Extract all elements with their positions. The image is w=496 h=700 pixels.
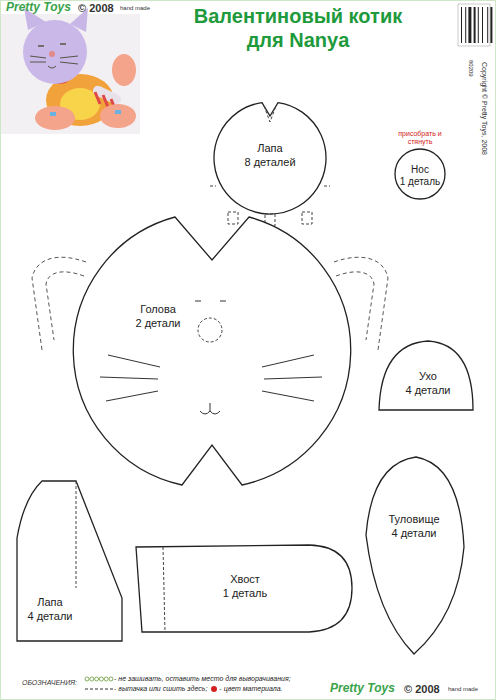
legend-text: - цвет материала. — [219, 685, 282, 692]
logo-year: © 2008 — [404, 683, 440, 696]
piece-name: Хвост — [230, 573, 260, 586]
piece-count: 4 детали — [28, 610, 73, 623]
piece-count: 8 деталей — [244, 156, 295, 169]
legend-swatch — [211, 686, 217, 692]
pattern-piece: Голова2 детали — [70, 205, 355, 495]
legend-text: - не зашивать, оставить место для вывора… — [114, 675, 291, 682]
logo-tagline: hand made — [120, 5, 150, 12]
piece-count: 2 детали — [136, 317, 181, 330]
pattern-piece: Туловище4 детали — [360, 455, 468, 657]
legend-entry: - вытачка или сшить здесь; — [84, 685, 207, 692]
piece-name: Лапа — [37, 596, 62, 609]
piece-name: Туловище — [388, 513, 439, 526]
copyright: Copyright © Pretty Toys, 2008 — [480, 62, 488, 155]
legend-entry: - цвет материала. — [211, 685, 282, 692]
legend: - не зашивать, оставить место для вывора… — [84, 674, 324, 694]
piece-count: 4 детали — [392, 527, 437, 540]
product-code: 80209 — [467, 60, 474, 77]
title: Валентиновый котик для Nanya — [180, 4, 416, 52]
logo-tagline: hand made — [448, 686, 478, 693]
logo: Pretty Toys — [330, 682, 395, 696]
pattern-piece: Лапа8 деталей — [210, 100, 330, 225]
open-seam-sample — [84, 675, 114, 683]
piece-count: 1 деталь — [223, 587, 268, 600]
piece-outline — [70, 205, 355, 495]
sewing-note: присобрать и стянуть — [395, 130, 445, 146]
logo-year: © 2008 — [78, 2, 114, 15]
piece-name: Лапа — [257, 142, 282, 155]
pattern-piece: Ухо4 детали — [376, 338, 476, 412]
piece-count: 1 деталь — [400, 176, 440, 188]
piece-name: Ухо — [419, 370, 437, 383]
barcode — [458, 4, 492, 46]
dart-sample — [84, 685, 114, 693]
piece-name: Голова — [140, 303, 176, 316]
pattern-piece: присобрать и стянутьНос1 деталь — [392, 130, 450, 200]
legend-heading: ОБОЗНАЧЕНИЯ: — [22, 679, 77, 687]
pattern-piece: Хвост1 деталь — [133, 543, 355, 635]
logo: Pretty Toys — [6, 1, 71, 15]
piece-count: 4 детали — [406, 384, 451, 397]
toy-photo — [0, 8, 140, 134]
piece-name: Нос — [411, 164, 429, 176]
piece-outline — [360, 455, 468, 657]
legend-text: - вытачка или сшить здесь; — [114, 685, 207, 692]
pattern-piece: Лапа4 детали — [14, 478, 126, 644]
legend-entry: - не зашивать, оставить место для вывора… — [84, 675, 291, 682]
